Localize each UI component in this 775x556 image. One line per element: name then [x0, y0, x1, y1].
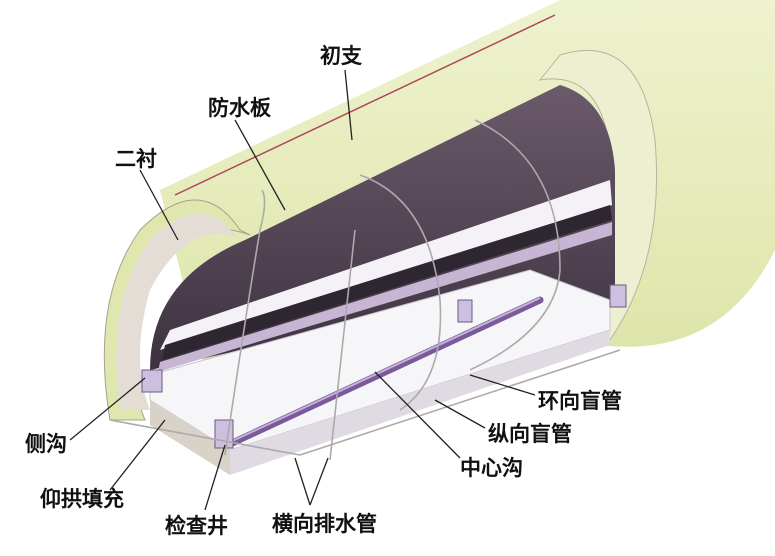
label-side-ditch: 侧沟 [25, 432, 67, 456]
invert-side [150, 400, 230, 475]
front-ring-inner [116, 213, 245, 410]
label-invert-fill: 仰拱填充 [40, 487, 124, 511]
center-ditch [224, 296, 544, 449]
label-longitudinal-blind-pipe: 纵向盲管 [488, 422, 572, 446]
side-ditch [141, 369, 163, 393]
circumferential-blind-pipes [109, 119, 621, 461]
label-secondary-lining: 二衬 [115, 147, 157, 171]
inspection-well-far [457, 299, 473, 323]
waterproof-board-line [174, 14, 556, 196]
invert-front [230, 330, 610, 475]
ceiling-lilac-band [158, 222, 612, 372]
side-ditch-far [609, 284, 627, 308]
label-center-ditch: 中心沟 [460, 456, 523, 480]
ceiling-dark-band [162, 205, 612, 360]
label-primary-support: 初支 [320, 44, 362, 68]
leader-lines [69, 69, 536, 511]
label-circumferential-blind-pipe: 环向盲管 [538, 389, 622, 413]
label-transverse-drain-pipe: 横向排水管 [272, 512, 377, 536]
label-inspection-well: 检查井 [165, 514, 228, 538]
ceiling-light-band [160, 180, 612, 350]
label-waterproof-board: 防水板 [208, 96, 271, 120]
